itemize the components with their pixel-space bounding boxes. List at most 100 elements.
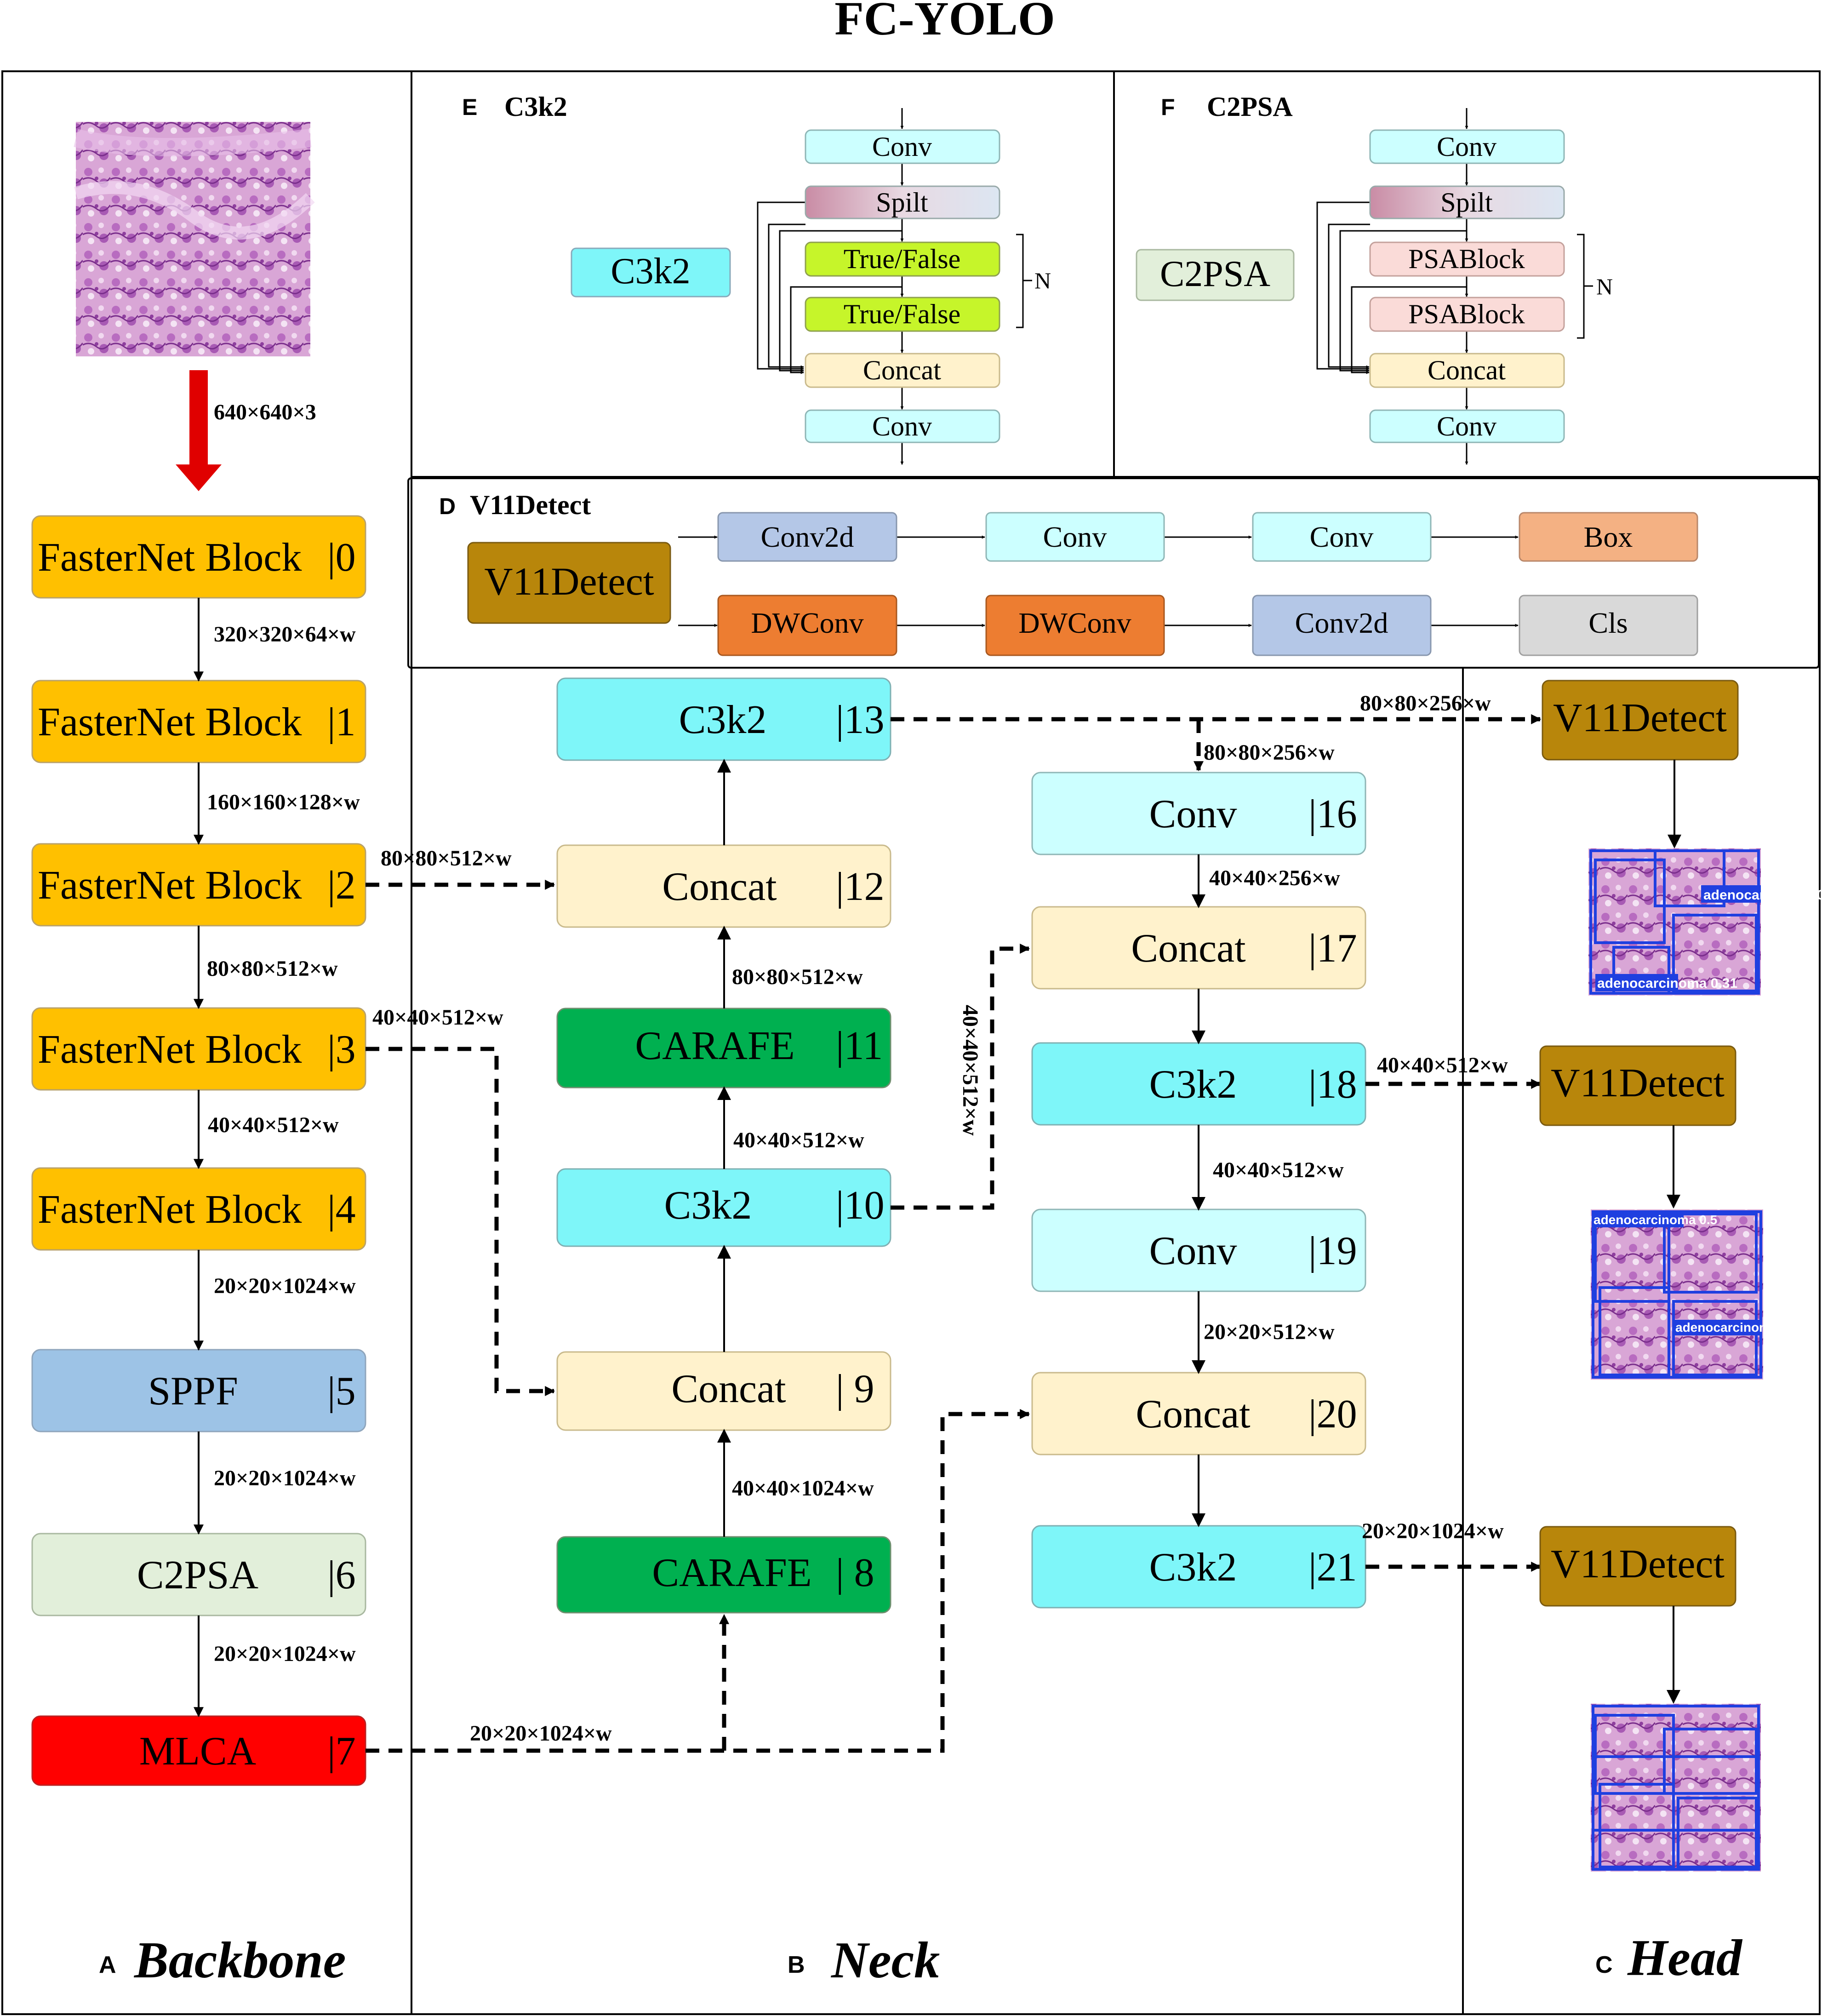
edge-label-fb2-fb3: 80×80×512×w xyxy=(207,956,338,981)
result-image-3 xyxy=(1591,1704,1761,1872)
section-letter-c: C xyxy=(1595,1952,1613,1978)
panel-d-row2-4: Cls xyxy=(1588,607,1628,639)
neck-block-11-index: |11 xyxy=(836,1024,883,1068)
edge-label-sppf-c2psa: 20×20×1024×w xyxy=(214,1466,356,1490)
panel-e-title: C3k2 xyxy=(504,92,567,122)
input-size-label: 640×640×3 xyxy=(214,400,316,424)
section-label-head: C Head xyxy=(1595,1930,1743,1987)
panel-f-title: C2PSA xyxy=(1207,92,1293,122)
panel-e-big-label: C3k2 xyxy=(611,251,690,292)
sppf-label: SPPF xyxy=(148,1369,238,1414)
section-letter-b: B xyxy=(788,1952,805,1978)
edge-label-b13-b16: 80×80×256×w xyxy=(1204,740,1335,765)
input-arrow xyxy=(176,370,222,491)
neck-block-19-label: Conv xyxy=(1149,1229,1237,1273)
panel-d-row1-2: Conv xyxy=(1043,521,1107,553)
edge-label-b10-b11: 40×40×512×w xyxy=(733,1128,864,1152)
neck-block-11-label: CARAFE xyxy=(635,1024,794,1068)
backbone-block-0-label: FasterNet Block xyxy=(38,535,302,580)
input-image xyxy=(74,122,315,356)
panel-d-letter: D xyxy=(439,493,456,519)
head-arrows xyxy=(1667,760,1681,1704)
section-name-neck: Neck xyxy=(830,1932,940,1989)
panel-d-row2-2: DWConv xyxy=(1018,607,1131,639)
section-name-backbone: Backbone xyxy=(133,1932,346,1989)
neck-block-9-index: | 9 xyxy=(836,1367,874,1411)
neck-block-17-index: |17 xyxy=(1308,926,1357,971)
edge-label-fb1-fb2: 160×160×128×w xyxy=(207,790,360,814)
edge-label-b18-head: 40×40×512×w xyxy=(1377,1053,1508,1077)
edge-label-fb4-sppf: 20×20×1024×w xyxy=(214,1274,356,1298)
panel-e-layer-5: Concat xyxy=(863,355,941,385)
mlca-index: |7 xyxy=(327,1729,356,1774)
neck-block-17-label: Concat xyxy=(1131,926,1245,971)
backbone-block-0-index: |0 xyxy=(327,535,356,580)
panel-e-c3k2: E C3k2 C3k2 N Conv Spilt Tr xyxy=(462,92,1051,465)
panel-e-repeat-label: N xyxy=(1034,268,1051,293)
section-frames xyxy=(1,70,1821,2015)
head-detect-2-label: V11Detect xyxy=(1551,1061,1725,1105)
neck-block-12-index: |12 xyxy=(836,865,885,909)
panel-f-repeat-label: N xyxy=(1596,274,1613,299)
panel-f-c2psa: F C2PSA C2PSA N Conv Spilt xyxy=(1136,92,1613,465)
neck-block-8-index: | 8 xyxy=(836,1551,874,1595)
neck-block-13-index: |13 xyxy=(836,698,885,742)
mlca-label: MLCA xyxy=(139,1729,256,1774)
result-1-label-b: adenocarcinoma 0.31 xyxy=(1597,976,1737,991)
result-image-2: adenocarcinoma 0.5 adenocarcinoma xyxy=(1591,1209,1778,1380)
neck-solid-arrows xyxy=(717,759,1205,1537)
backbone-block-4-index: |4 xyxy=(327,1187,356,1232)
dashed-connections xyxy=(366,714,1542,1753)
head-detect-blocks xyxy=(1539,680,1739,1607)
panel-e-layer-3: True/False xyxy=(844,244,960,274)
edge-label-b10-b17: 40×40×512×w xyxy=(958,1005,982,1136)
backbone-block-4-label: FasterNet Block xyxy=(38,1187,302,1232)
neck-block-16-label: Conv xyxy=(1149,792,1237,836)
neck-block-20-index: |20 xyxy=(1308,1392,1357,1437)
section-label-backbone: A Backbone xyxy=(99,1932,346,1989)
panel-d-row2-1: DWConv xyxy=(751,607,863,639)
panel-f-layer-5: Concat xyxy=(1428,355,1506,385)
neck-block-21-label: C3k2 xyxy=(1149,1545,1237,1590)
panel-d-v11detect: D V11Detect V11Detect Conv2d Conv Conv B… xyxy=(439,490,1698,656)
neck-block-13-label: C3k2 xyxy=(679,698,767,742)
neck-block-21-index: |21 xyxy=(1308,1545,1357,1590)
neck-block-19-index: |19 xyxy=(1308,1229,1357,1273)
panel-d-row1-1: Conv2d xyxy=(761,521,854,553)
backbone-block-1-index: |1 xyxy=(327,700,356,745)
edge-label-mlca-out: 20×20×1024×w xyxy=(470,1721,612,1746)
panel-f-layer-3: PSABlock xyxy=(1408,244,1525,274)
result-2-label-b: adenocarcinoma xyxy=(1675,1320,1778,1334)
backbone-block-3-label: FasterNet Block xyxy=(38,1027,302,1072)
neck-block-8-label: CARAFE xyxy=(652,1551,811,1595)
edge-label-b13-head: 80×80×256×w xyxy=(1360,691,1491,716)
neck-block-16-index: |16 xyxy=(1308,792,1357,836)
edge-label-b18-b19: 40×40×512×w xyxy=(1213,1158,1344,1182)
panel-d-title: V11Detect xyxy=(470,490,591,520)
edge-label-b19-b20: 20×20×512×w xyxy=(1204,1320,1335,1344)
panel-d-big-label: V11Detect xyxy=(484,559,654,603)
backbone-blocks xyxy=(31,515,366,1786)
backbone-block-2-index: |2 xyxy=(327,863,356,908)
c2psa-label: C2PSA xyxy=(137,1553,258,1598)
panel-e-layer-2: Spilt xyxy=(876,187,928,218)
edge-label-fb3-b9: 40×40×512×w xyxy=(372,1005,503,1030)
panel-f-layer-1: Conv xyxy=(1437,132,1496,162)
neck-block-9-label: Concat xyxy=(671,1367,786,1411)
edge-label-b8-b9: 40×40×1024×w xyxy=(732,1476,874,1501)
neck-blocks xyxy=(556,677,1366,1614)
panel-f-big-label: C2PSA xyxy=(1160,254,1270,294)
panel-e-letter: E xyxy=(462,94,477,120)
head-detect-1-label: V11Detect xyxy=(1553,696,1727,740)
backbone-block-3-index: |3 xyxy=(327,1027,356,1072)
edge-label-b11-b12: 80×80×512×w xyxy=(732,965,863,989)
section-name-head: Head xyxy=(1627,1930,1743,1987)
neck-block-20-label: Concat xyxy=(1136,1392,1250,1437)
neck-block-10-label: C3k2 xyxy=(664,1183,752,1228)
c2psa-index: |6 xyxy=(327,1553,356,1598)
panel-f-layer-6: Conv xyxy=(1437,411,1496,441)
edge-label-c2psa-mlca: 20×20×1024×w xyxy=(214,1642,356,1666)
result-2-label-a: adenocarcinoma 0.5 xyxy=(1594,1213,1717,1227)
panel-f-layer-2: Spilt xyxy=(1440,187,1493,218)
